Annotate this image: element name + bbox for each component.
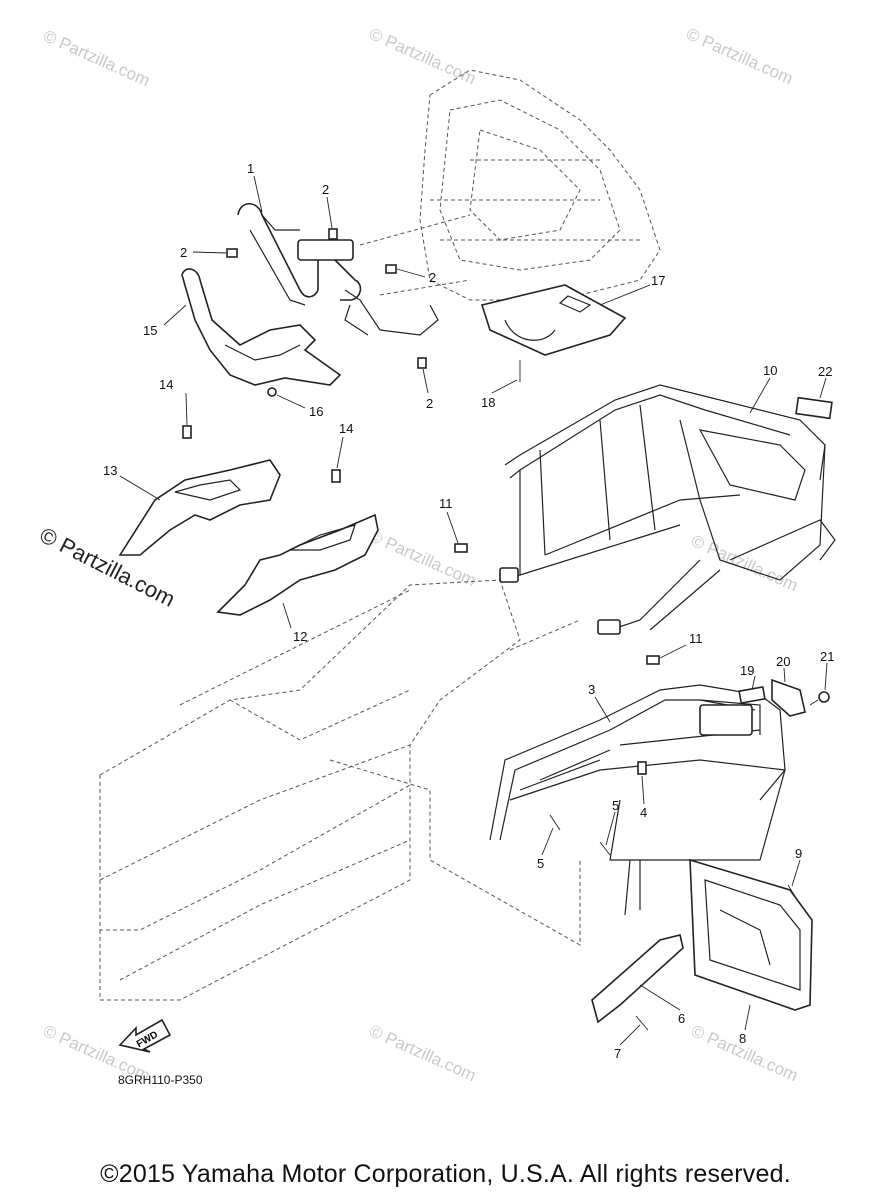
part-15-front-guard[interactable] [181,268,342,386]
callout-number[interactable]: 7 [614,1046,621,1061]
callout-number[interactable]: 2 [429,270,436,285]
bolt-11-left[interactable] [454,543,468,553]
callout-number[interactable]: 21 [820,649,834,664]
watermark: © Partzilla.com [688,531,800,595]
fwd-arrow-icon: FWD [118,1018,172,1053]
callout-number[interactable]: 1 [247,161,254,176]
callout-number[interactable]: 5 [612,798,619,813]
copyright-notice: ©2015 Yamaha Motor Corporation, U.S.A. A… [100,1160,791,1188]
callout-number[interactable]: 3 [588,682,595,697]
callout-number[interactable]: 11 [439,496,453,511]
rivet-7[interactable] [635,1015,649,1031]
part-21-bolt[interactable] [809,691,830,706]
callout-number[interactable]: 16 [309,404,323,419]
callout-number[interactable]: 8 [739,1031,746,1046]
callout-number[interactable]: 13 [103,463,117,478]
diagram-code: 8GRH110-P350 [118,1073,203,1087]
rivet-5-left[interactable] [549,814,561,831]
bolt-2-bottom[interactable] [417,357,427,369]
part-1-front-bumper[interactable] [237,202,439,336]
callout-number[interactable]: 19 [740,663,754,678]
fasteners [182,228,797,1031]
screw-16[interactable] [267,387,277,397]
bolt-2-right[interactable] [385,264,397,274]
callout-number[interactable]: 6 [678,1011,685,1026]
leader-lines [119,175,828,1046]
watermark: © Partzilla.com [366,24,478,88]
watermark: © Partzilla.com [683,24,795,88]
callout-number[interactable]: 2 [322,182,329,197]
rivet-5-right[interactable] [599,841,611,856]
callout-labels: 1 2 2 2 2 3 4 5 5 6 7 8 9 10 11 11 12 13… [103,161,834,1061]
part-22-label[interactable] [795,396,833,420]
bolt-2-left[interactable] [226,248,238,258]
callout-number[interactable]: 2 [180,245,187,260]
callout-number[interactable]: 15 [143,323,157,338]
callout-number[interactable]: 9 [795,846,802,861]
callout-number[interactable]: 22 [818,364,832,379]
callout-number[interactable]: 10 [763,363,777,378]
rivet-9[interactable] [787,884,797,899]
part-20-bracket[interactable] [771,678,806,717]
callout-number[interactable]: 14 [159,377,173,392]
watermark: © Partzilla.com [40,26,152,90]
callout-number[interactable]: 17 [651,273,665,288]
callout-number[interactable]: 4 [640,805,647,820]
part-12-right-side-panel[interactable] [216,513,379,616]
bolt-14-left[interactable] [182,425,192,439]
bolt-4[interactable] [637,761,647,775]
callout-number[interactable]: 11 [689,631,703,646]
bolt-11-right[interactable] [646,655,660,665]
callout-number[interactable]: 18 [481,395,495,410]
callout-number[interactable]: 2 [426,396,433,411]
callout-number[interactable]: 12 [293,629,307,644]
watermark-layer: © Partzilla.com © Partzilla.com © Partzi… [36,24,801,1085]
callout-number[interactable]: 5 [537,856,544,871]
part-17-skid-plate[interactable] [480,284,627,356]
part-8-mud-flap[interactable] [689,858,813,1011]
part-19-spacer[interactable] [738,686,766,704]
callout-number[interactable]: 20 [776,654,790,669]
bolt-14-right[interactable] [331,469,341,483]
part-6-side-guard[interactable] [591,934,684,1024]
bolt-2-top[interactable] [328,228,338,240]
frame-reference-outline [359,69,661,301]
part-13-left-side-panel[interactable] [118,459,281,556]
chassis-reference-outline [99,579,581,1001]
watermark: © Partzilla.com [366,1021,478,1085]
watermark: © Partzilla.com [366,526,478,590]
part-3-rear-rack[interactable] [489,684,786,916]
callout-number[interactable]: 14 [339,421,353,436]
part-10-bed-frame[interactable] [499,384,836,635]
